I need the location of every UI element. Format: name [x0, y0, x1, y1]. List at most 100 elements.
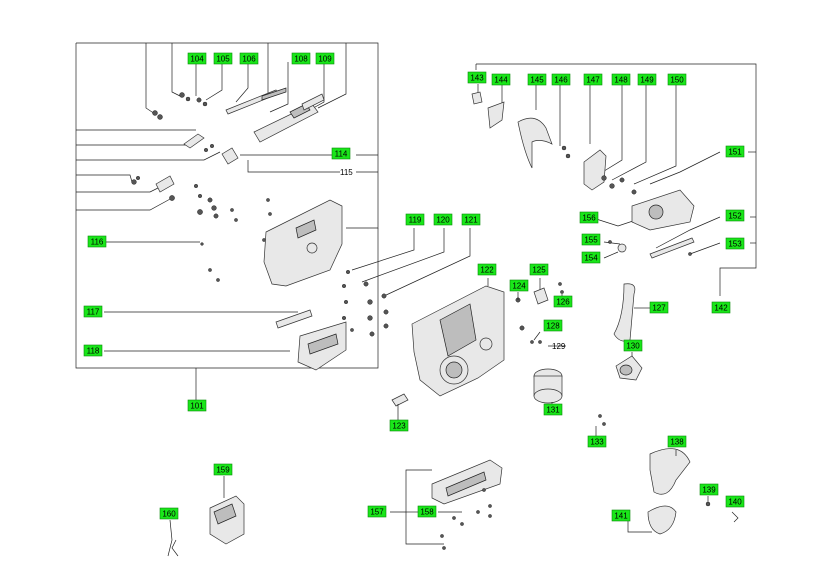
callout-tag-background	[477, 263, 497, 276]
callout-tag-number: 116	[91, 237, 104, 246]
callout-tag: 140	[725, 495, 745, 508]
callout-tag-number: 150	[670, 75, 684, 84]
callout-tag-number: 153	[728, 239, 742, 248]
callout-tag-number: 143	[470, 73, 484, 82]
callout-tag: 150	[667, 73, 687, 86]
callout-tag: 139	[699, 483, 719, 496]
callout-tag-number: 141	[614, 511, 628, 520]
callout-tag-background	[187, 399, 207, 412]
callout-tag-background	[553, 295, 573, 308]
callout-tag-background	[611, 73, 631, 86]
callout-tag-background	[509, 279, 529, 292]
callout-tag-number: 146	[554, 75, 568, 84]
callout-tag-number: 138	[670, 437, 684, 446]
callout-tag-background	[543, 403, 563, 416]
callout-tag-number: 119	[409, 215, 422, 224]
callout-tag: 123	[389, 419, 409, 432]
callout-tag-number: 145	[530, 75, 544, 84]
callout-tag-number: 117	[87, 307, 100, 316]
callout-tag: 141	[611, 509, 631, 522]
callout-tag: 154	[581, 251, 601, 264]
callout-tag-number: 156	[582, 213, 596, 222]
callout-tag: 133	[587, 435, 607, 448]
callout-tag-background	[491, 73, 511, 86]
callout-tag: 125	[529, 263, 549, 276]
callout-tag-background	[417, 505, 437, 518]
parts-bottom	[167, 459, 503, 557]
callout-tag-background	[467, 71, 487, 84]
callout-tag-background	[725, 209, 745, 222]
callout-tag-number: 114	[335, 149, 348, 158]
plain-part-number: 129	[552, 342, 566, 351]
callout-tag: 120	[433, 213, 453, 226]
callout-tag-background	[611, 509, 631, 522]
callout-tag: 124	[509, 279, 529, 292]
callout-tag-background	[583, 73, 603, 86]
callout-tag-background	[405, 213, 425, 226]
callout-tag-background	[83, 344, 103, 357]
callout-tag-number: 140	[728, 497, 742, 506]
callout-tag-background	[649, 301, 669, 314]
callout-tag-number: 127	[652, 303, 666, 312]
callout-tag-number: 152	[728, 211, 742, 220]
callout-tag: 105	[213, 52, 233, 65]
callout-tag: 127	[649, 301, 669, 314]
callout-tag-background	[667, 435, 687, 448]
callout-tag-number: 142	[714, 303, 728, 312]
callout-tag: 138	[667, 435, 687, 448]
callout-tag: 126	[553, 295, 573, 308]
callout-tag: 143	[467, 71, 487, 84]
plain-part-number: 115	[340, 168, 353, 177]
callout-tag-background	[87, 235, 107, 248]
callout-tag-background	[587, 435, 607, 448]
callout-tag-number: 139	[702, 485, 716, 494]
callout-tag: 149	[637, 73, 657, 86]
callout-tag-background	[213, 463, 233, 476]
callout-tag-number: 155	[584, 235, 598, 244]
callout-tag-number: 130	[626, 341, 640, 350]
callout-tag-number: 158	[420, 507, 434, 516]
callout-tag-number: 105	[216, 54, 230, 63]
callout-tag-number: 106	[242, 54, 256, 63]
callout-tag-background	[213, 52, 233, 65]
callout-tag-background	[527, 73, 547, 86]
callout-tag-number: 109	[318, 54, 332, 63]
callout-tag: 155	[581, 233, 601, 246]
callout-tag: 131	[543, 403, 563, 416]
callout-tag-background	[291, 52, 311, 65]
callout-tag-background	[581, 233, 601, 246]
callout-tag: 106	[239, 52, 259, 65]
callout-tag: 114	[331, 147, 351, 160]
callout-tag-number: 147	[586, 75, 600, 84]
callout-tag-number: 131	[546, 405, 560, 414]
callout-tag-number: 118	[87, 346, 100, 355]
callout-tag: 152	[725, 209, 745, 222]
callout-tag-number: 128	[546, 321, 560, 330]
callout-tag-background	[389, 419, 409, 432]
callout-tag-background	[699, 483, 719, 496]
callout-tag: 116	[87, 235, 107, 248]
callout-tag: 128	[543, 319, 563, 332]
callout-tag: 121	[461, 213, 481, 226]
callout-tag-number: 126	[556, 297, 570, 306]
callout-tag-background	[433, 213, 453, 226]
callout-tag-background	[623, 339, 643, 352]
callout-tag-number: 157	[370, 507, 384, 516]
callout-tag-background	[187, 52, 207, 65]
plain-labels: 115 129	[340, 168, 566, 351]
callout-tag-background	[83, 305, 103, 318]
callout-tag-number: 123	[392, 421, 406, 430]
parts-lower-right	[595, 283, 739, 535]
callout-tag-background	[579, 211, 599, 224]
callout-tag: 160	[159, 507, 179, 520]
callout-tag: 118	[83, 344, 103, 357]
callout-tag-background	[637, 73, 657, 86]
callout-tag: 145	[527, 73, 547, 86]
callout-tag-background	[725, 237, 745, 250]
callout-tag-background	[667, 73, 687, 86]
group-frame-142	[471, 63, 757, 296]
callout-tag-background	[581, 251, 601, 264]
callout-tag-number: 121	[464, 215, 478, 224]
